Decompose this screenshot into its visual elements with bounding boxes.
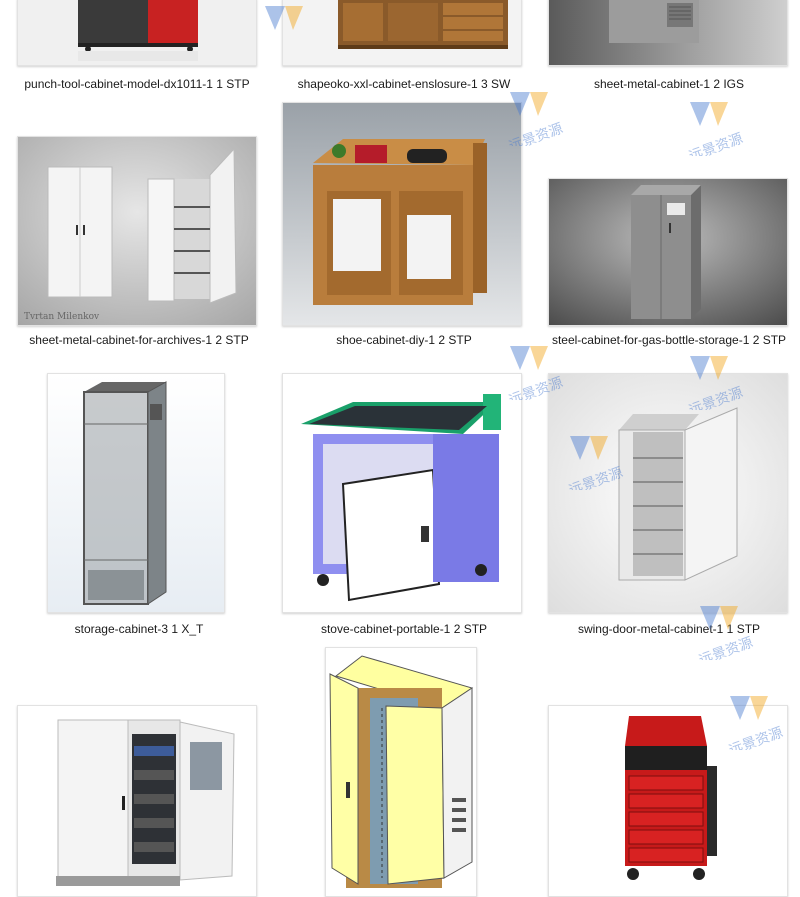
file-thumbnail[interactable] bbox=[17, 0, 257, 66]
file-thumbnail[interactable] bbox=[548, 705, 788, 897]
file-name: sheet-metal-cabinet-for-archives-1 2 STP bbox=[29, 333, 249, 347]
file-name: shapeoko-xxl-cabinet-enslosure-1 3 SW bbox=[297, 77, 511, 91]
file-item[interactable]: shapeoko-xxl-cabinet-enslosure-1 3 SW bbox=[270, 0, 538, 100]
file-item[interactable]: stove-cabinet-portable-1 2 STP bbox=[270, 365, 538, 645]
file-name: steel-cabinet-for-gas-bottle-storage-1 2… bbox=[551, 333, 787, 347]
file-item[interactable] bbox=[0, 645, 270, 897]
gas-bottle-cabinet-image bbox=[549, 179, 787, 325]
file-thumbnail[interactable] bbox=[17, 705, 257, 897]
file-item[interactable]: shoe-cabinet-diy-1 2 STP bbox=[270, 100, 538, 365]
file-thumbnail[interactable] bbox=[282, 0, 522, 66]
file-item[interactable]: swing-door-metal-cabinet-1 1 STP bbox=[538, 365, 800, 645]
signature-text: Tvrtan Milenkov bbox=[24, 312, 100, 322]
file-item[interactable]: storage-cabinet-3 1 X_T bbox=[0, 365, 270, 645]
swing-door-cabinet-image bbox=[549, 374, 787, 612]
shapeoko-cabinet-image bbox=[283, 0, 521, 65]
red-tool-chest-image bbox=[549, 706, 787, 896]
archive-cabinet-image: Tvrtan Milenkov bbox=[18, 137, 256, 325]
file-thumbnail[interactable] bbox=[47, 373, 225, 613]
outdoor-server-cabinet-image bbox=[18, 706, 256, 896]
file-item[interactable] bbox=[538, 645, 800, 897]
file-name: sheet-metal-cabinet-1 2 IGS bbox=[593, 77, 745, 91]
file-item[interactable] bbox=[270, 645, 538, 897]
file-thumbnail[interactable] bbox=[548, 0, 788, 66]
punch-tool-cabinet-image bbox=[18, 0, 256, 65]
file-name: storage-cabinet-3 1 X_T bbox=[74, 622, 204, 636]
sheet-metal-cabinet-image bbox=[549, 0, 787, 65]
double-door-cabinet-image bbox=[326, 648, 476, 896]
file-item[interactable]: sheet-metal-cabinet-1 2 IGS bbox=[538, 0, 800, 100]
file-name: stove-cabinet-portable-1 2 STP bbox=[320, 622, 488, 636]
file-item[interactable]: punch-tool-cabinet-model-dx1011-1 1 STP bbox=[0, 0, 270, 100]
file-name: shoe-cabinet-diy-1 2 STP bbox=[336, 333, 472, 347]
file-name: punch-tool-cabinet-model-dx1011-1 1 STP bbox=[24, 77, 250, 91]
file-thumbnail[interactable] bbox=[548, 178, 788, 326]
file-thumbnail[interactable]: Tvrtan Milenkov bbox=[17, 136, 257, 326]
file-item[interactable]: steel-cabinet-for-gas-bottle-storage-1 2… bbox=[538, 100, 800, 365]
shoe-cabinet-image bbox=[283, 103, 521, 325]
file-thumbnail[interactable] bbox=[282, 102, 522, 326]
file-thumbnail[interactable] bbox=[325, 647, 477, 897]
storage-cabinet-image bbox=[48, 374, 224, 612]
file-name: swing-door-metal-cabinet-1 1 STP bbox=[577, 622, 761, 636]
file-item[interactable]: Tvrtan Milenkov sheet-metal-cabinet-for-… bbox=[0, 100, 270, 365]
file-thumbnail[interactable] bbox=[548, 373, 788, 613]
stove-cabinet-image bbox=[283, 374, 521, 612]
file-thumbnail[interactable] bbox=[282, 373, 522, 613]
